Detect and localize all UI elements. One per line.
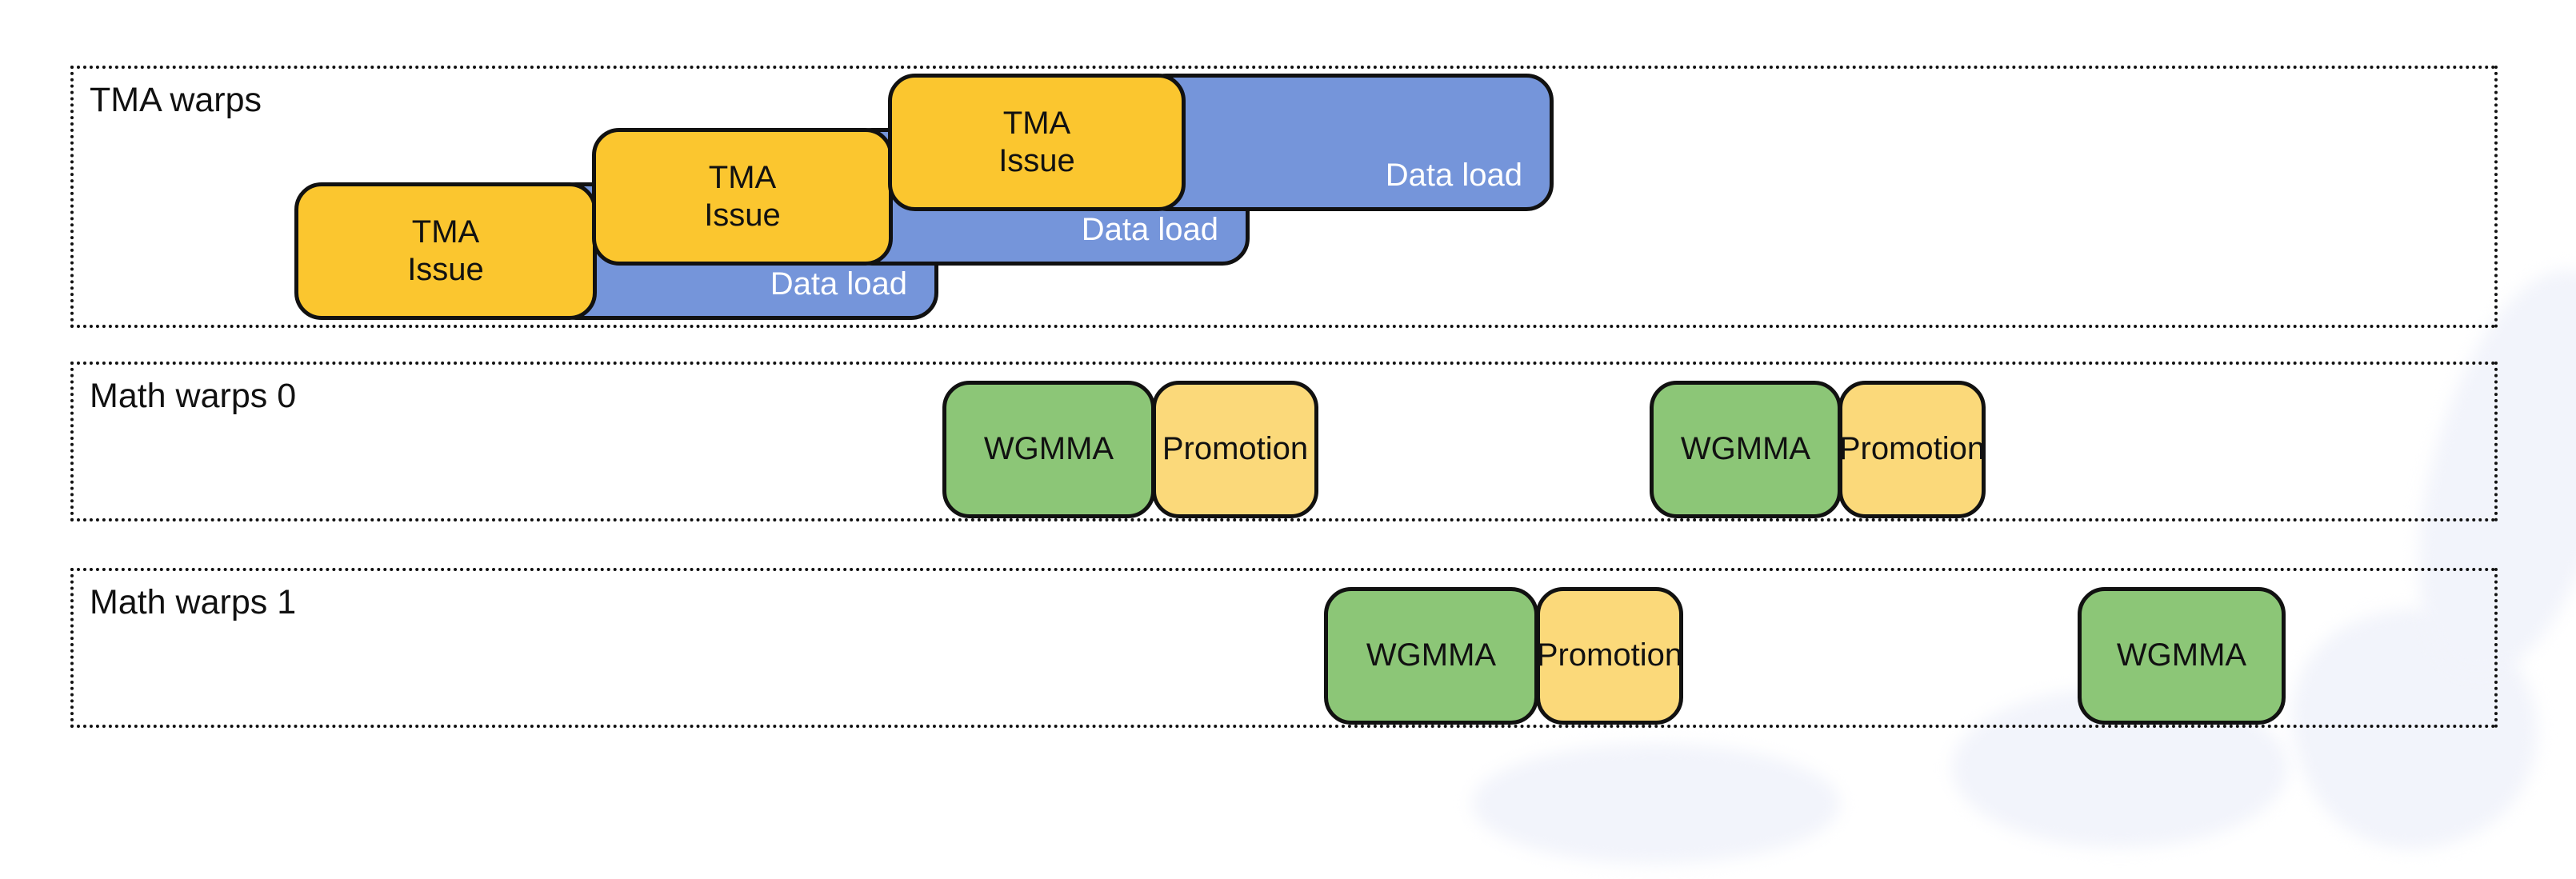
watermark-blob bbox=[1472, 744, 1840, 864]
promotion-block[interactable]: Promotion bbox=[1838, 381, 1986, 518]
tma-issue-block[interactable]: TMA Issue bbox=[294, 182, 597, 320]
promotion-block[interactable]: Promotion bbox=[1152, 381, 1318, 518]
lane-math-warps-0 bbox=[70, 362, 2498, 521]
promotion-block[interactable]: Promotion bbox=[1536, 587, 1683, 725]
wgmma-block[interactable]: WGMMA bbox=[2078, 587, 2286, 725]
lane-label-math-warps-1: Math warps 1 bbox=[90, 583, 297, 621]
lane-tma-warps bbox=[70, 66, 2498, 328]
lane-math-warps-1 bbox=[70, 568, 2498, 728]
wgmma-block[interactable]: WGMMA bbox=[942, 381, 1155, 518]
lane-label-tma-warps: TMA warps bbox=[90, 81, 262, 119]
tma-issue-block[interactable]: TMA Issue bbox=[592, 128, 893, 266]
data-load-block[interactable]: Data load bbox=[1139, 74, 1554, 211]
tma-issue-block[interactable]: TMA Issue bbox=[888, 74, 1186, 211]
lane-label-math-warps-0: Math warps 0 bbox=[90, 377, 297, 415]
wgmma-block[interactable]: WGMMA bbox=[1324, 587, 1538, 725]
wgmma-block[interactable]: WGMMA bbox=[1650, 381, 1842, 518]
